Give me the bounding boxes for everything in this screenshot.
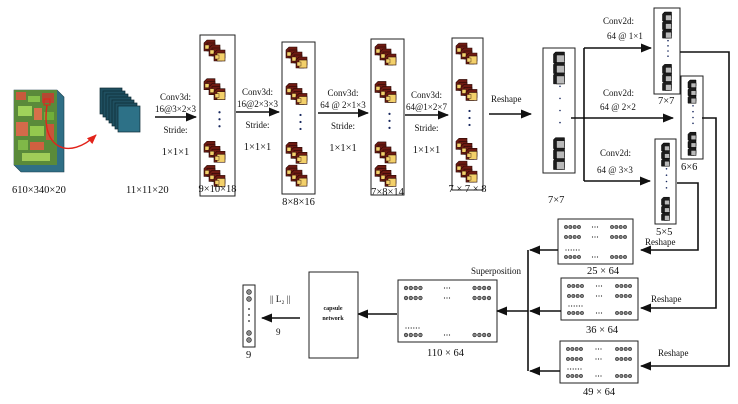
- conv2d-1-label: Conv2d:: [603, 16, 634, 26]
- conv2d-1-filters: 64 @ 1×1: [607, 31, 643, 41]
- conv3d-2-stride-label: Stride:: [246, 120, 270, 130]
- hsi-texture: [16, 92, 54, 161]
- conv3d-1-filters: 16@3×2×3: [155, 104, 196, 114]
- input-dim-label: 610×340×20: [12, 185, 66, 196]
- reshape-route-lines: [639, 51, 730, 371]
- conv3d-4-stride: 1×1×1: [413, 145, 441, 156]
- capsule-label-line2: network: [322, 316, 344, 322]
- matrix-49-dim: 49 × 64: [583, 387, 616, 398]
- conv2d-3-out-dim: 5×5: [656, 227, 672, 238]
- matrix-110x64: [397, 279, 498, 343]
- conv2d-3-output-stack: [654, 138, 677, 225]
- conv3d-4-label: Conv3d:: [411, 90, 442, 100]
- patch-dim-label: 11×11×20: [126, 185, 169, 196]
- conv2d-2-out-dim: 6×6: [681, 162, 697, 173]
- reshape-label-main: Reshape: [491, 94, 522, 104]
- norm-count: 9: [276, 327, 281, 337]
- conv2d-1-output-stack: [653, 7, 681, 95]
- conv3d-2-label: Conv3d:: [242, 87, 273, 97]
- conv3d-4-filters: 64@1×2×7: [406, 102, 447, 112]
- reshaped-feature-stack: [542, 47, 576, 174]
- norm-label: || L₂ ||: [270, 294, 291, 304]
- feature-volume-1-dim: 9×10×18: [198, 184, 236, 195]
- feature-volume-1: [199, 34, 236, 197]
- conv3d-3-label: Conv3d:: [327, 88, 358, 98]
- feature-volume-4: [451, 37, 484, 191]
- conv2d-2-output-stack: [680, 75, 704, 160]
- conv3d-3-filters: 64 @ 2×1×3: [320, 100, 366, 110]
- matrix-49x64: [559, 340, 639, 384]
- reshape-label-1: Reshape: [645, 237, 676, 247]
- conv2d-1-out-dim: 7×7: [658, 96, 674, 107]
- matrix-25-dim: 25 × 64: [587, 266, 620, 277]
- matrix-36x64: [560, 277, 639, 321]
- input-hsi-cube: [13, 89, 65, 173]
- feature-volume-2-dim: 8×8×16: [282, 197, 315, 208]
- patch-extraction-arrow: [45, 104, 97, 150]
- matrix-25x64: [557, 218, 634, 265]
- matrix-36-dim: 36 × 64: [586, 325, 619, 336]
- conv3d-4-stride-label: Stride:: [415, 123, 439, 133]
- output-dim: 9: [246, 350, 251, 361]
- conv3d-3-stride: 1×1×1: [329, 143, 357, 154]
- conv2d-2-label: Conv2d:: [603, 88, 634, 98]
- conv2d-2-filters: 64 @ 2×2: [600, 102, 636, 112]
- capsule-label-line1: capsule: [323, 306, 342, 312]
- reshape-label-3: Reshape: [658, 348, 689, 358]
- feature-volume-3-dim: 7×8×14: [371, 187, 405, 198]
- superposed-dim: 110 × 64: [427, 348, 465, 359]
- output-vector: [242, 284, 256, 348]
- feature-volume-4-dim: 7 × 7 × 8: [448, 184, 486, 195]
- conv3d-3-stride-label: Stride:: [331, 121, 355, 131]
- conv3d-1-label: Conv3d:: [160, 92, 191, 102]
- superposition-label: Superposition: [471, 266, 522, 276]
- reshape-label-2: Reshape: [651, 294, 682, 304]
- conv3d-2-stride: 1×1×1: [244, 142, 272, 153]
- conv2d-3-filters: 64 @ 3×3: [597, 165, 633, 175]
- feature-volume-3: [370, 38, 405, 196]
- branch-lines: [571, 43, 675, 186]
- patch-stack: [99, 87, 141, 133]
- patch-slice: [117, 105, 141, 133]
- feature-volume-2: [281, 41, 316, 195]
- conv3d-1-stride: 1×1×1: [162, 147, 190, 158]
- capsule-network-block: [308, 271, 359, 359]
- conv2d-3-label: Conv2d:: [600, 148, 631, 158]
- conv3d-2-filters: 16@2×3×3: [237, 99, 278, 109]
- reshape-out-dim: 7×7: [548, 195, 564, 206]
- conv3d-1-stride-label: Stride:: [164, 125, 188, 135]
- superposition-lines: [495, 245, 561, 376]
